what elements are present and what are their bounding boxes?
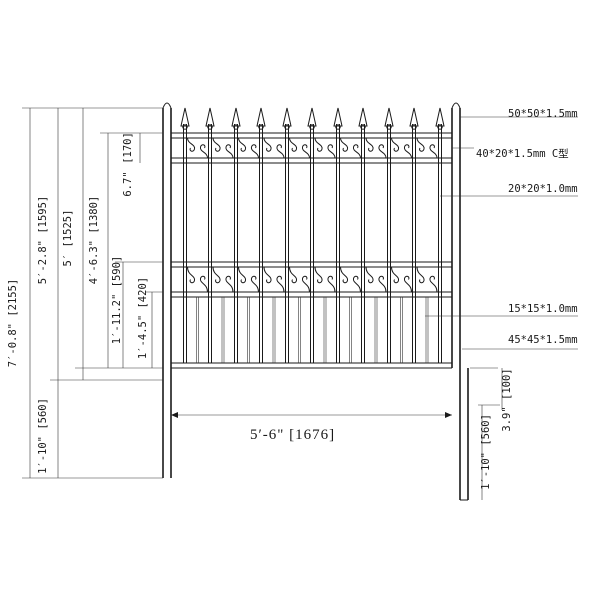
lower-scroll-icon (238, 266, 247, 284)
right-post-cap (451, 102, 461, 109)
finial-icon (333, 107, 343, 127)
short-picket-label: 15*15*1.0mm (508, 303, 578, 315)
dim-picket-span-label: 4′-6.3" [1380] (88, 196, 100, 285)
finial-icon (205, 107, 215, 127)
dim-bottom-rail-label: 1′-4.5" [420] (137, 277, 149, 359)
finial-collar (182, 124, 188, 130)
lower-scroll-icon (289, 266, 298, 284)
lower-scroll-icon (301, 275, 310, 293)
lower-scroll-icon (276, 275, 285, 293)
upper-scroll-icon (187, 137, 196, 152)
upper-scroll-icon (340, 137, 349, 152)
upper-scroll-icon (199, 144, 208, 159)
upper-scroll-icon (378, 144, 387, 159)
upper-scroll-icon (289, 137, 298, 152)
finial-icon (358, 107, 368, 127)
upper-scroll-icon (327, 144, 336, 159)
dim-side-gap-label: 3.9" [100] (501, 368, 513, 431)
finial-collar (437, 124, 443, 130)
upper-scroll-icon (238, 137, 247, 152)
finial-icon (307, 107, 317, 127)
lower-scroll-icon (327, 275, 336, 293)
finial-icon (256, 107, 266, 127)
finial-collar (258, 124, 264, 130)
finial-collar (386, 124, 392, 130)
lower-scroll-icon (212, 266, 221, 284)
dim-mid-span-label: 6.7" (122, 171, 134, 196)
arrow-left-icon (171, 412, 178, 418)
arrow-right-icon (445, 412, 452, 418)
finial-icon (435, 107, 445, 127)
lower-scroll-icon (352, 275, 361, 293)
upper-scroll-icon (416, 137, 425, 152)
upper-scroll-icon (314, 137, 323, 152)
finial-icon (231, 107, 241, 127)
finial-collar (207, 124, 213, 130)
lower-scroll-icon (416, 266, 425, 284)
lower-scroll-icon (187, 266, 196, 284)
fence-panel (22, 102, 578, 501)
dim-side-embed-label: 1′-10" [560] (480, 414, 492, 490)
lower-scroll-icon (314, 266, 323, 284)
finial-icon (282, 107, 292, 127)
finial-collar (284, 124, 290, 130)
finial-collar (335, 124, 341, 130)
panel-width-label: 5′-6" [1676] (250, 427, 335, 443)
lower-scroll-icon (365, 266, 374, 284)
lower-scroll-icon (340, 266, 349, 284)
lower-scroll-icon (403, 275, 412, 293)
post-main-label: 50*50*1.5mm (508, 108, 578, 120)
finial-icon (409, 107, 419, 127)
upper-scroll-icon (352, 144, 361, 159)
lower-scroll-icon (263, 266, 272, 284)
dim-total-label: 7′-0.8" [2155] (7, 279, 19, 368)
dim-top-rail-label: [170] (122, 132, 134, 164)
finial-icon (384, 107, 394, 127)
finial-icon (180, 107, 190, 127)
upper-scroll-icon (365, 137, 374, 152)
dim-embed-label: 1′-10" [560] (37, 398, 49, 474)
upper-scroll-icon (276, 144, 285, 159)
finial-collar (360, 124, 366, 130)
dim-post-above-label: 5′-2.8" [1595] (37, 196, 49, 285)
rail-label: 40*20*1.5mm C型 (476, 147, 569, 160)
lower-scroll-icon (378, 275, 387, 293)
upper-scroll-icon (391, 137, 400, 152)
upper-scroll-icon (429, 144, 438, 159)
upper-scroll-icon (250, 144, 259, 159)
upper-scroll-icon (212, 137, 221, 152)
lower-scroll-icon (250, 275, 259, 293)
upper-scroll-icon (225, 144, 234, 159)
post-side-label: 45*45*1.5mm (508, 334, 578, 346)
lower-scroll-icon (429, 275, 438, 293)
finial-collar (309, 124, 315, 130)
lower-scroll-icon (391, 266, 400, 284)
upper-scroll-icon (403, 144, 412, 159)
lower-scroll-icon (199, 275, 208, 293)
finial-collar (411, 124, 417, 130)
picket-label: 20*20*1.0mm (508, 183, 578, 195)
left-post-cap (162, 102, 172, 109)
lower-scroll-icon (225, 275, 234, 293)
upper-scroll-icon (263, 137, 272, 152)
dim-panel-label: 5′ [1525] (62, 210, 74, 267)
finial-collar (233, 124, 239, 130)
upper-scroll-icon (301, 144, 310, 159)
dim-lower-rail-label: 1′-11.2" [590] (111, 256, 123, 345)
